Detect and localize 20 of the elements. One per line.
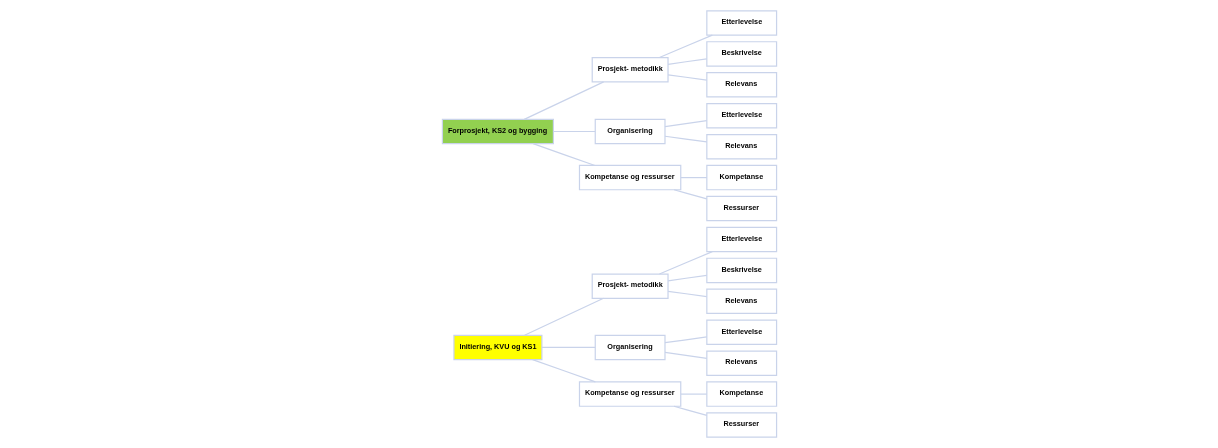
connector xyxy=(663,351,707,359)
connector xyxy=(658,34,713,59)
connector xyxy=(658,251,713,275)
connector xyxy=(663,120,707,128)
connector xyxy=(667,274,707,282)
connector xyxy=(523,81,604,120)
connector xyxy=(663,336,707,344)
connector xyxy=(667,74,707,81)
connector xyxy=(532,143,596,167)
connector xyxy=(531,358,596,383)
connector xyxy=(663,135,707,143)
connector xyxy=(679,393,707,395)
connector xyxy=(552,130,596,133)
connector xyxy=(523,297,604,336)
connector xyxy=(672,405,707,417)
connector xyxy=(540,346,596,348)
connector xyxy=(667,58,707,65)
connector xyxy=(667,290,707,298)
connector xyxy=(672,189,707,200)
connector xyxy=(679,177,707,179)
